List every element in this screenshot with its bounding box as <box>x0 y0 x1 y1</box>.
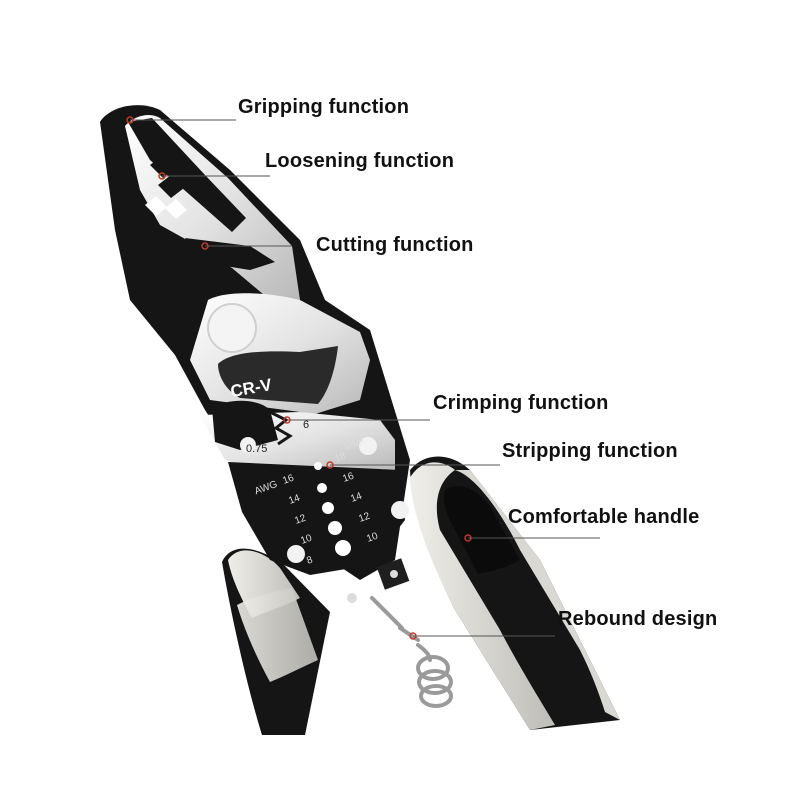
mm-scale-value: 16 <box>341 471 356 485</box>
mm-scale-value: 10 <box>365 531 380 545</box>
label-comfortable-handle: Comfortable handle <box>508 506 700 528</box>
crimp-large-size: 6 <box>303 419 309 431</box>
awg-scale-value: 16 <box>281 473 296 487</box>
callout-lines <box>130 119 600 637</box>
label-cutting-function: Cutting function <box>316 234 474 256</box>
mm-scale-value: 12 <box>357 511 372 525</box>
mm-scale-value: 18 <box>333 451 348 465</box>
awg-scale: 16 14 12 10 8 <box>281 473 314 567</box>
awg-scale-value: 12 <box>293 513 308 527</box>
label-rebound-design: Rebound design <box>558 608 718 630</box>
label-crimping-function: Crimping function <box>433 392 609 414</box>
right-handle <box>410 456 620 730</box>
rebound-spring <box>370 596 453 708</box>
crimp-small-size: 0.75 <box>246 443 267 455</box>
awg-scale-value: 8 <box>305 554 314 566</box>
mm-scale-value: 14 <box>349 491 364 505</box>
label-stripping-function: Stripping function <box>502 440 678 462</box>
plier-head <box>100 105 410 603</box>
mm-scale: 18 16 14 12 10 <box>333 451 380 545</box>
label-gripping-function: Gripping function <box>238 96 410 118</box>
callout-dots <box>126 116 472 640</box>
left-handle <box>222 548 330 735</box>
awg-scale-value: 10 <box>299 533 314 547</box>
awg-scale-value: 14 <box>287 493 302 507</box>
label-loosening-function: Loosening function <box>265 150 455 172</box>
